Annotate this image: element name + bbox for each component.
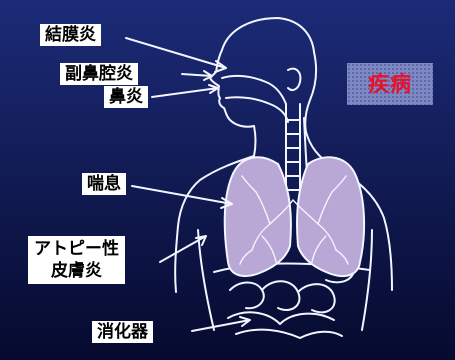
label-asthma: 喘息 bbox=[82, 173, 126, 195]
label-digestive: 消化器 bbox=[92, 321, 153, 343]
label-atopic-dermatitis-line2: 皮膚炎 bbox=[34, 260, 119, 282]
label-sinusitis: 副鼻腔炎 bbox=[60, 63, 138, 85]
left-lung bbox=[225, 157, 291, 276]
label-atopic-dermatitis: アトピー性 皮膚炎 bbox=[28, 236, 125, 284]
label-atopic-dermatitis-line1: アトピー性 bbox=[34, 238, 119, 260]
label-conjunctivitis: 結膜炎 bbox=[40, 24, 101, 46]
label-rhinitis: 鼻炎 bbox=[104, 86, 148, 108]
right-lung bbox=[297, 157, 364, 276]
disease-badge: 疾病 bbox=[347, 63, 433, 105]
